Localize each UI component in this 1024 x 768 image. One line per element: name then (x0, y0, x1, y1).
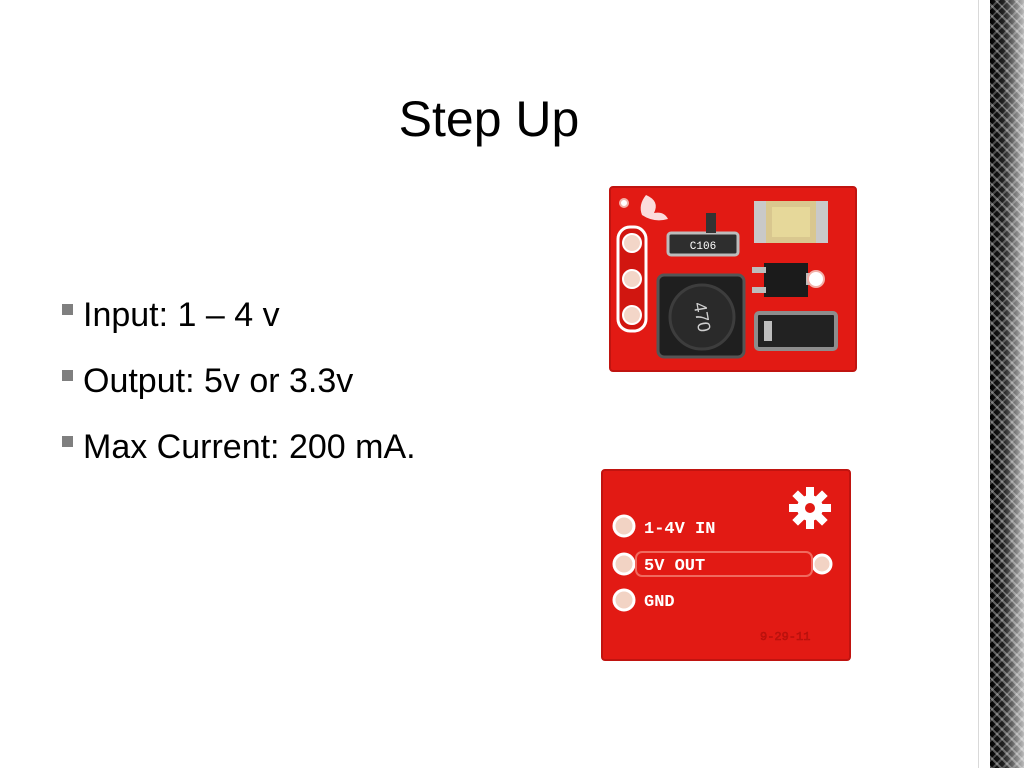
slide-title: Step Up (398, 91, 580, 147)
bullet-list: Input: 1 – 4 v Output: 5v or 3.3v Max Cu… (62, 282, 416, 480)
pcb-bottom-image: 1-4V IN 5V OUT GND 9-29-11 (601, 469, 851, 661)
pin-label-vout: 5V OUT (644, 557, 705, 576)
bullet-item: Output: 5v or 3.3v (62, 348, 416, 414)
slide: Step Up Input: 1 – 4 v Output: 5v or 3.3… (62, 0, 991, 768)
bullet-text: Output: 5v or 3.3v (83, 362, 354, 400)
bullet-item: Input: 1 – 4 v (62, 282, 416, 348)
pcb-top-image: C106 470 (609, 186, 857, 372)
square-bullet-icon (62, 435, 73, 447)
bullet-item: Max Current: 200 mA. (62, 414, 416, 480)
bullet-text: Input: 1 – 4 v (83, 296, 280, 334)
slide-edge-border (978, 0, 991, 768)
pin-label-gnd: GND (644, 593, 675, 612)
pin-label-vin: 1-4V IN (644, 520, 715, 539)
date-code: 9-29-11 (760, 630, 810, 644)
bullet-text: Max Current: 200 mA. (83, 428, 416, 466)
decorative-edge-strip (990, 0, 1024, 768)
square-bullet-icon (62, 303, 73, 315)
square-bullet-icon (62, 369, 73, 381)
capacitor-marking: C106 (690, 241, 716, 253)
